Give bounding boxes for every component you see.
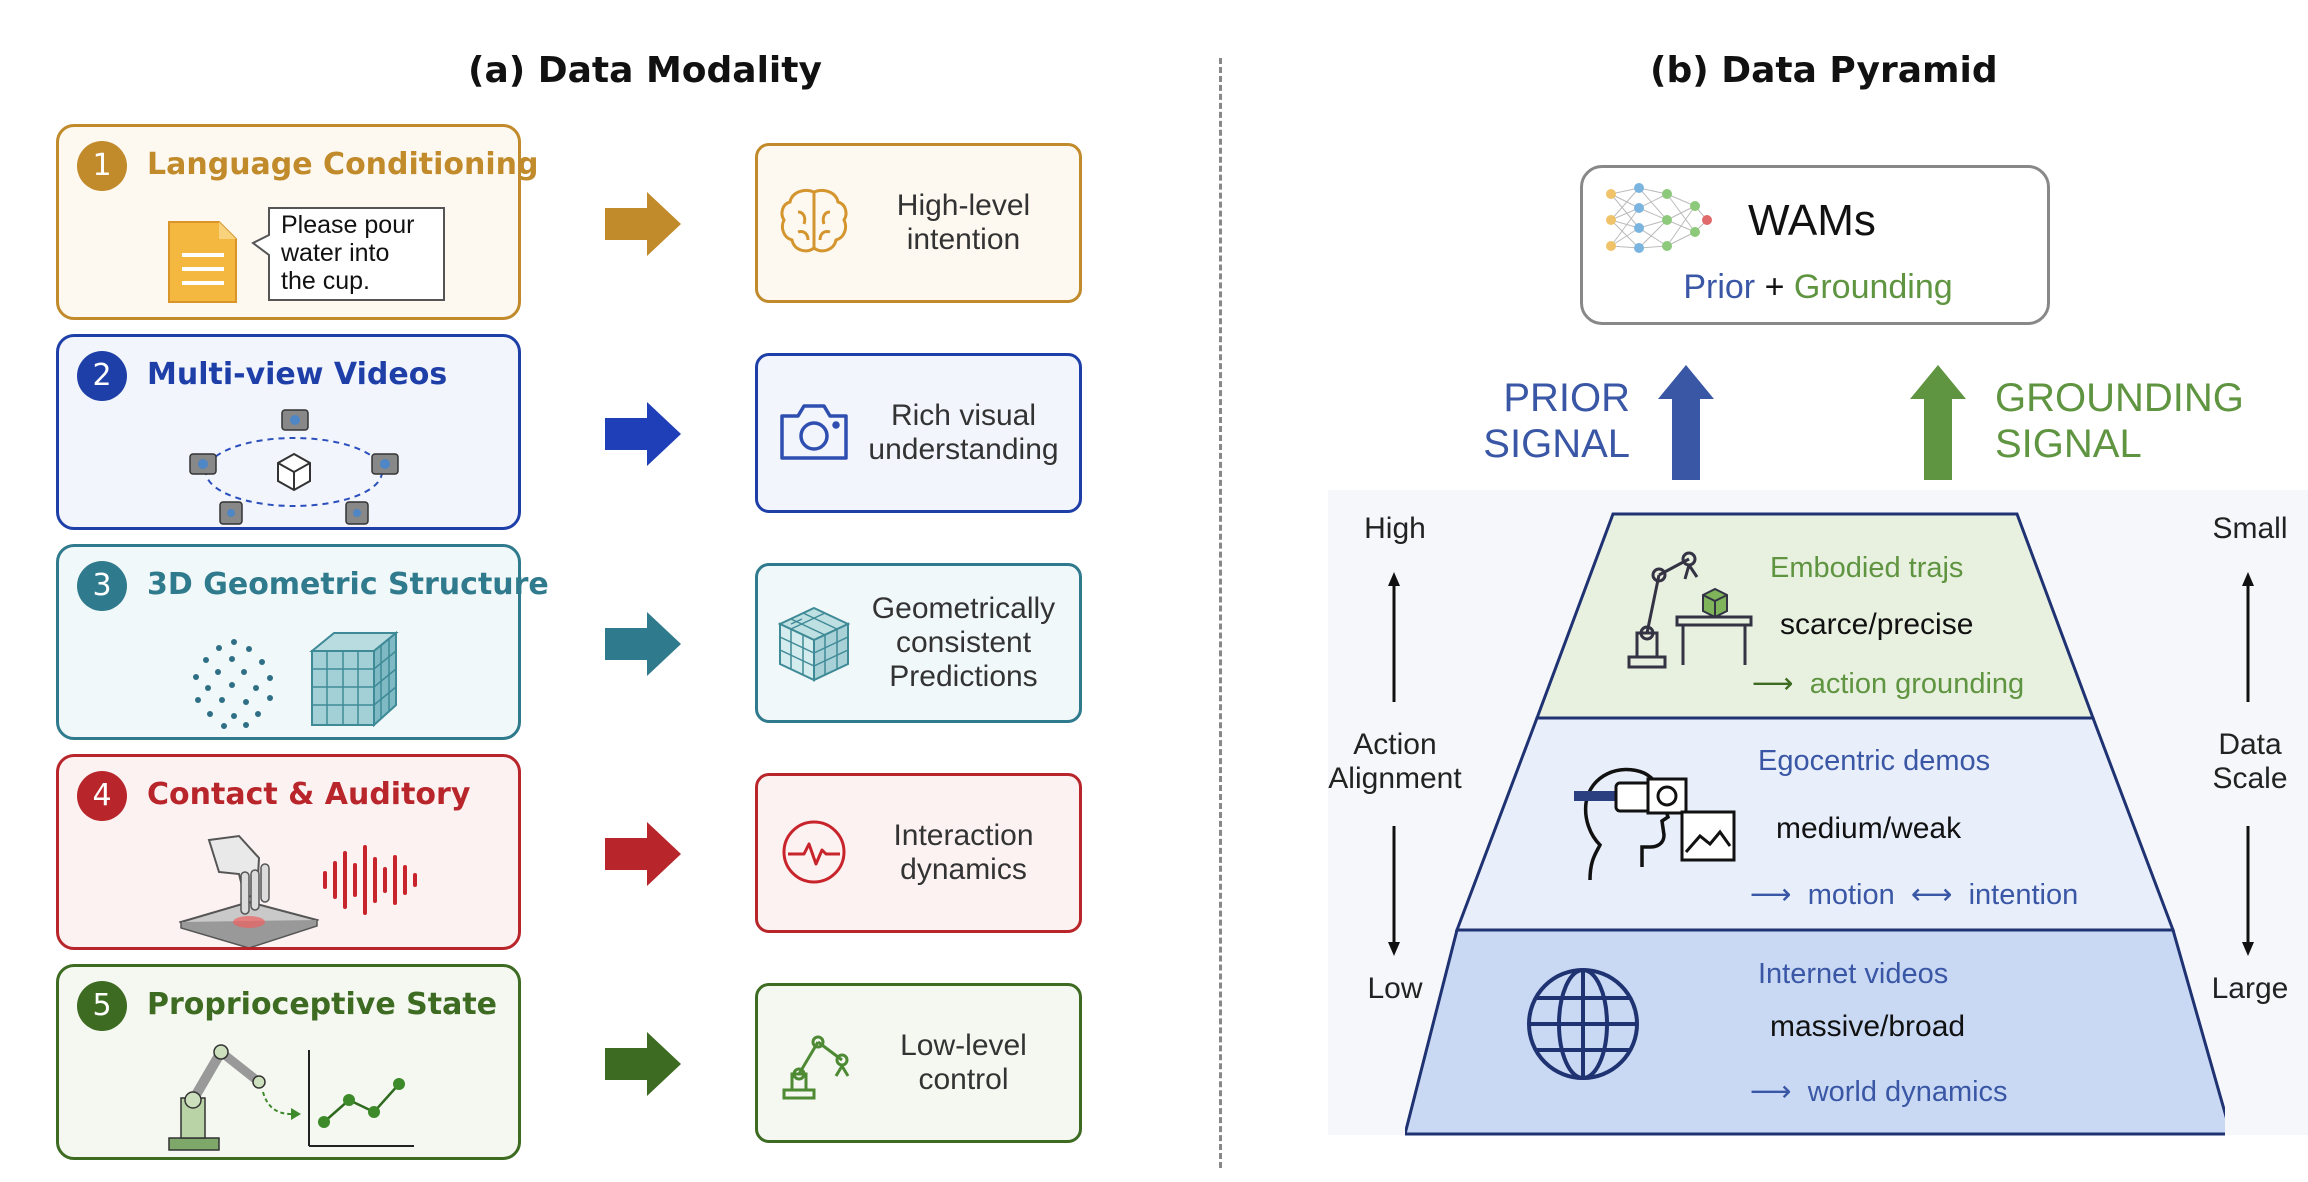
card-title: Contact & Auditory	[147, 777, 471, 812]
wams-box: WAMs Prior + Grounding	[1580, 165, 2050, 325]
tier-egocentric-name: Egocentric demos	[1758, 745, 1991, 777]
grounding-signal-arrow-icon	[1910, 365, 1966, 480]
left-axis-down-arrow-icon	[1388, 826, 1400, 956]
card-contact-auditory: 4 Contact & Auditory	[56, 754, 521, 950]
arrow-3-icon	[605, 612, 681, 676]
tier-embodied-name: Embodied trajs	[1770, 552, 1964, 584]
tier-internet-signal-text: world dynamics	[1807, 1076, 2008, 1108]
result-text: High-level intention	[896, 189, 1031, 256]
wams-subtitle: Prior + Grounding	[1668, 268, 1968, 307]
arrow-5-icon	[605, 1032, 681, 1096]
card-3d-geometric-structure: 3 3D Geometric Structure	[56, 544, 549, 740]
robot-arm-icon	[782, 1035, 850, 1100]
right-axis-middle: Data Scale	[2212, 728, 2288, 795]
result-box-rich-visual: Rich visual understanding	[755, 353, 1082, 513]
card-proprioceptive-state: 5 Proprioceptive State	[56, 964, 521, 1160]
right-axis-bottom: Large	[2211, 972, 2289, 1005]
wams-plus: +	[1764, 268, 1785, 306]
cube-grid-icon	[777, 606, 851, 682]
card-title: 3D Geometric Structure	[147, 567, 549, 602]
bubble-text: Please pour water into the cup.	[281, 211, 415, 295]
result-box-high-level-intention: High-level intention	[755, 143, 1082, 303]
panel-a-title: (a) Data Modality	[468, 50, 822, 91]
globe-icon	[1527, 968, 1639, 1080]
double-arrow-icon: ⟷	[1910, 879, 1953, 911]
arrow-right-icon: ⟶	[1750, 1076, 1792, 1108]
arrow-4-icon	[605, 822, 681, 886]
arrow-2-icon	[605, 402, 681, 466]
tier-egocentric-signal-a: motion	[1807, 879, 1895, 911]
result-box-low-level-control: Low-level control	[755, 983, 1082, 1143]
tier-embodied-signal-text: action grounding	[1809, 668, 2025, 700]
panel-b-title: (b) Data Pyramid	[1650, 50, 1998, 91]
right-axis-down-arrow-icon	[2242, 826, 2254, 956]
tier-embodied-signal: ⟶ action grounding	[1752, 666, 2024, 701]
wams-prior-label: Prior	[1683, 268, 1756, 306]
result-box-geometric: Geometrically consistent Predictions	[755, 563, 1082, 723]
tier-internet-signal: ⟶ world dynamics	[1750, 1074, 2008, 1109]
prior-signal-arrow-icon	[1658, 365, 1714, 480]
result-text: Interaction dynamics	[893, 819, 1034, 886]
tier-internet-name: Internet videos	[1758, 958, 1949, 990]
card-multi-view-videos: 2 Multi-view Videos	[56, 334, 521, 530]
robot-arm-chart-icon	[168, 1044, 414, 1151]
brain-icon	[780, 188, 848, 253]
speech-bubble-icon	[251, 207, 445, 301]
sound-wave-icon	[323, 845, 417, 915]
robot-hand-touch-icon	[179, 834, 319, 947]
tier-egocentric-signal-b: intention	[1968, 879, 2079, 911]
left-axis-up-arrow-icon	[1388, 572, 1400, 702]
arrow-right-icon: ⟶	[1752, 668, 1794, 700]
result-text: Geometrically consistent Predictions	[871, 592, 1056, 693]
voxel-cube-icon	[309, 630, 399, 728]
point-cloud-icon	[193, 639, 273, 729]
neural-network-icon	[1606, 183, 1712, 253]
card-title: Language Conditioning	[147, 147, 539, 182]
left-axis-top: High	[1364, 512, 1426, 545]
card-title: Proprioceptive State	[147, 987, 498, 1022]
grounding-signal-label: GROUNDING SIGNAL	[1995, 376, 2244, 466]
arrow-right-icon: ⟶	[1750, 879, 1792, 911]
card-number-badge: 3	[77, 561, 127, 611]
card-number-badge: 5	[77, 981, 127, 1031]
card-language-conditioning: 1 Language Conditioning Please pour wate…	[56, 124, 539, 320]
result-box-interaction: Interaction dynamics	[755, 773, 1082, 933]
arrow-1-icon	[605, 192, 681, 256]
right-axis-top: Small	[2212, 512, 2288, 545]
panel-divider	[1219, 58, 1222, 1168]
wams-title: WAMs	[1748, 196, 1876, 245]
tier-internet-shape	[1405, 928, 2225, 1136]
left-axis-middle: Action Alignment	[1328, 728, 1462, 795]
left-axis-bottom: Low	[1367, 972, 1423, 1005]
tier-internet-quality: massive/broad	[1770, 1010, 1966, 1043]
tier-embodied-quality: scarce/precise	[1780, 608, 1974, 641]
card-number-badge: 1	[77, 141, 127, 191]
prior-signal-label: PRIOR SIGNAL	[1483, 376, 1630, 466]
card-number-badge: 4	[77, 771, 127, 821]
card-title: Multi-view Videos	[147, 357, 448, 392]
right-axis-up-arrow-icon	[2242, 572, 2254, 702]
image-icon	[1680, 810, 1736, 862]
card-number-badge: 2	[77, 351, 127, 401]
document-icon	[168, 221, 237, 303]
wams-grounding-label: Grounding	[1793, 268, 1953, 306]
robot-arm-table-icon	[1627, 551, 1753, 669]
vr-headset-person-icon	[1574, 767, 1688, 881]
tier-egocentric-quality: medium/weak	[1776, 812, 1962, 845]
tier-egocentric-signal: ⟶ motion ⟷ intention	[1750, 877, 2078, 912]
multi-camera-icon	[189, 409, 399, 525]
result-text: Rich visual understanding	[868, 399, 1059, 466]
result-text: Low-level control	[900, 1029, 1027, 1096]
camera-icon	[780, 404, 848, 460]
pulse-icon	[782, 820, 846, 884]
